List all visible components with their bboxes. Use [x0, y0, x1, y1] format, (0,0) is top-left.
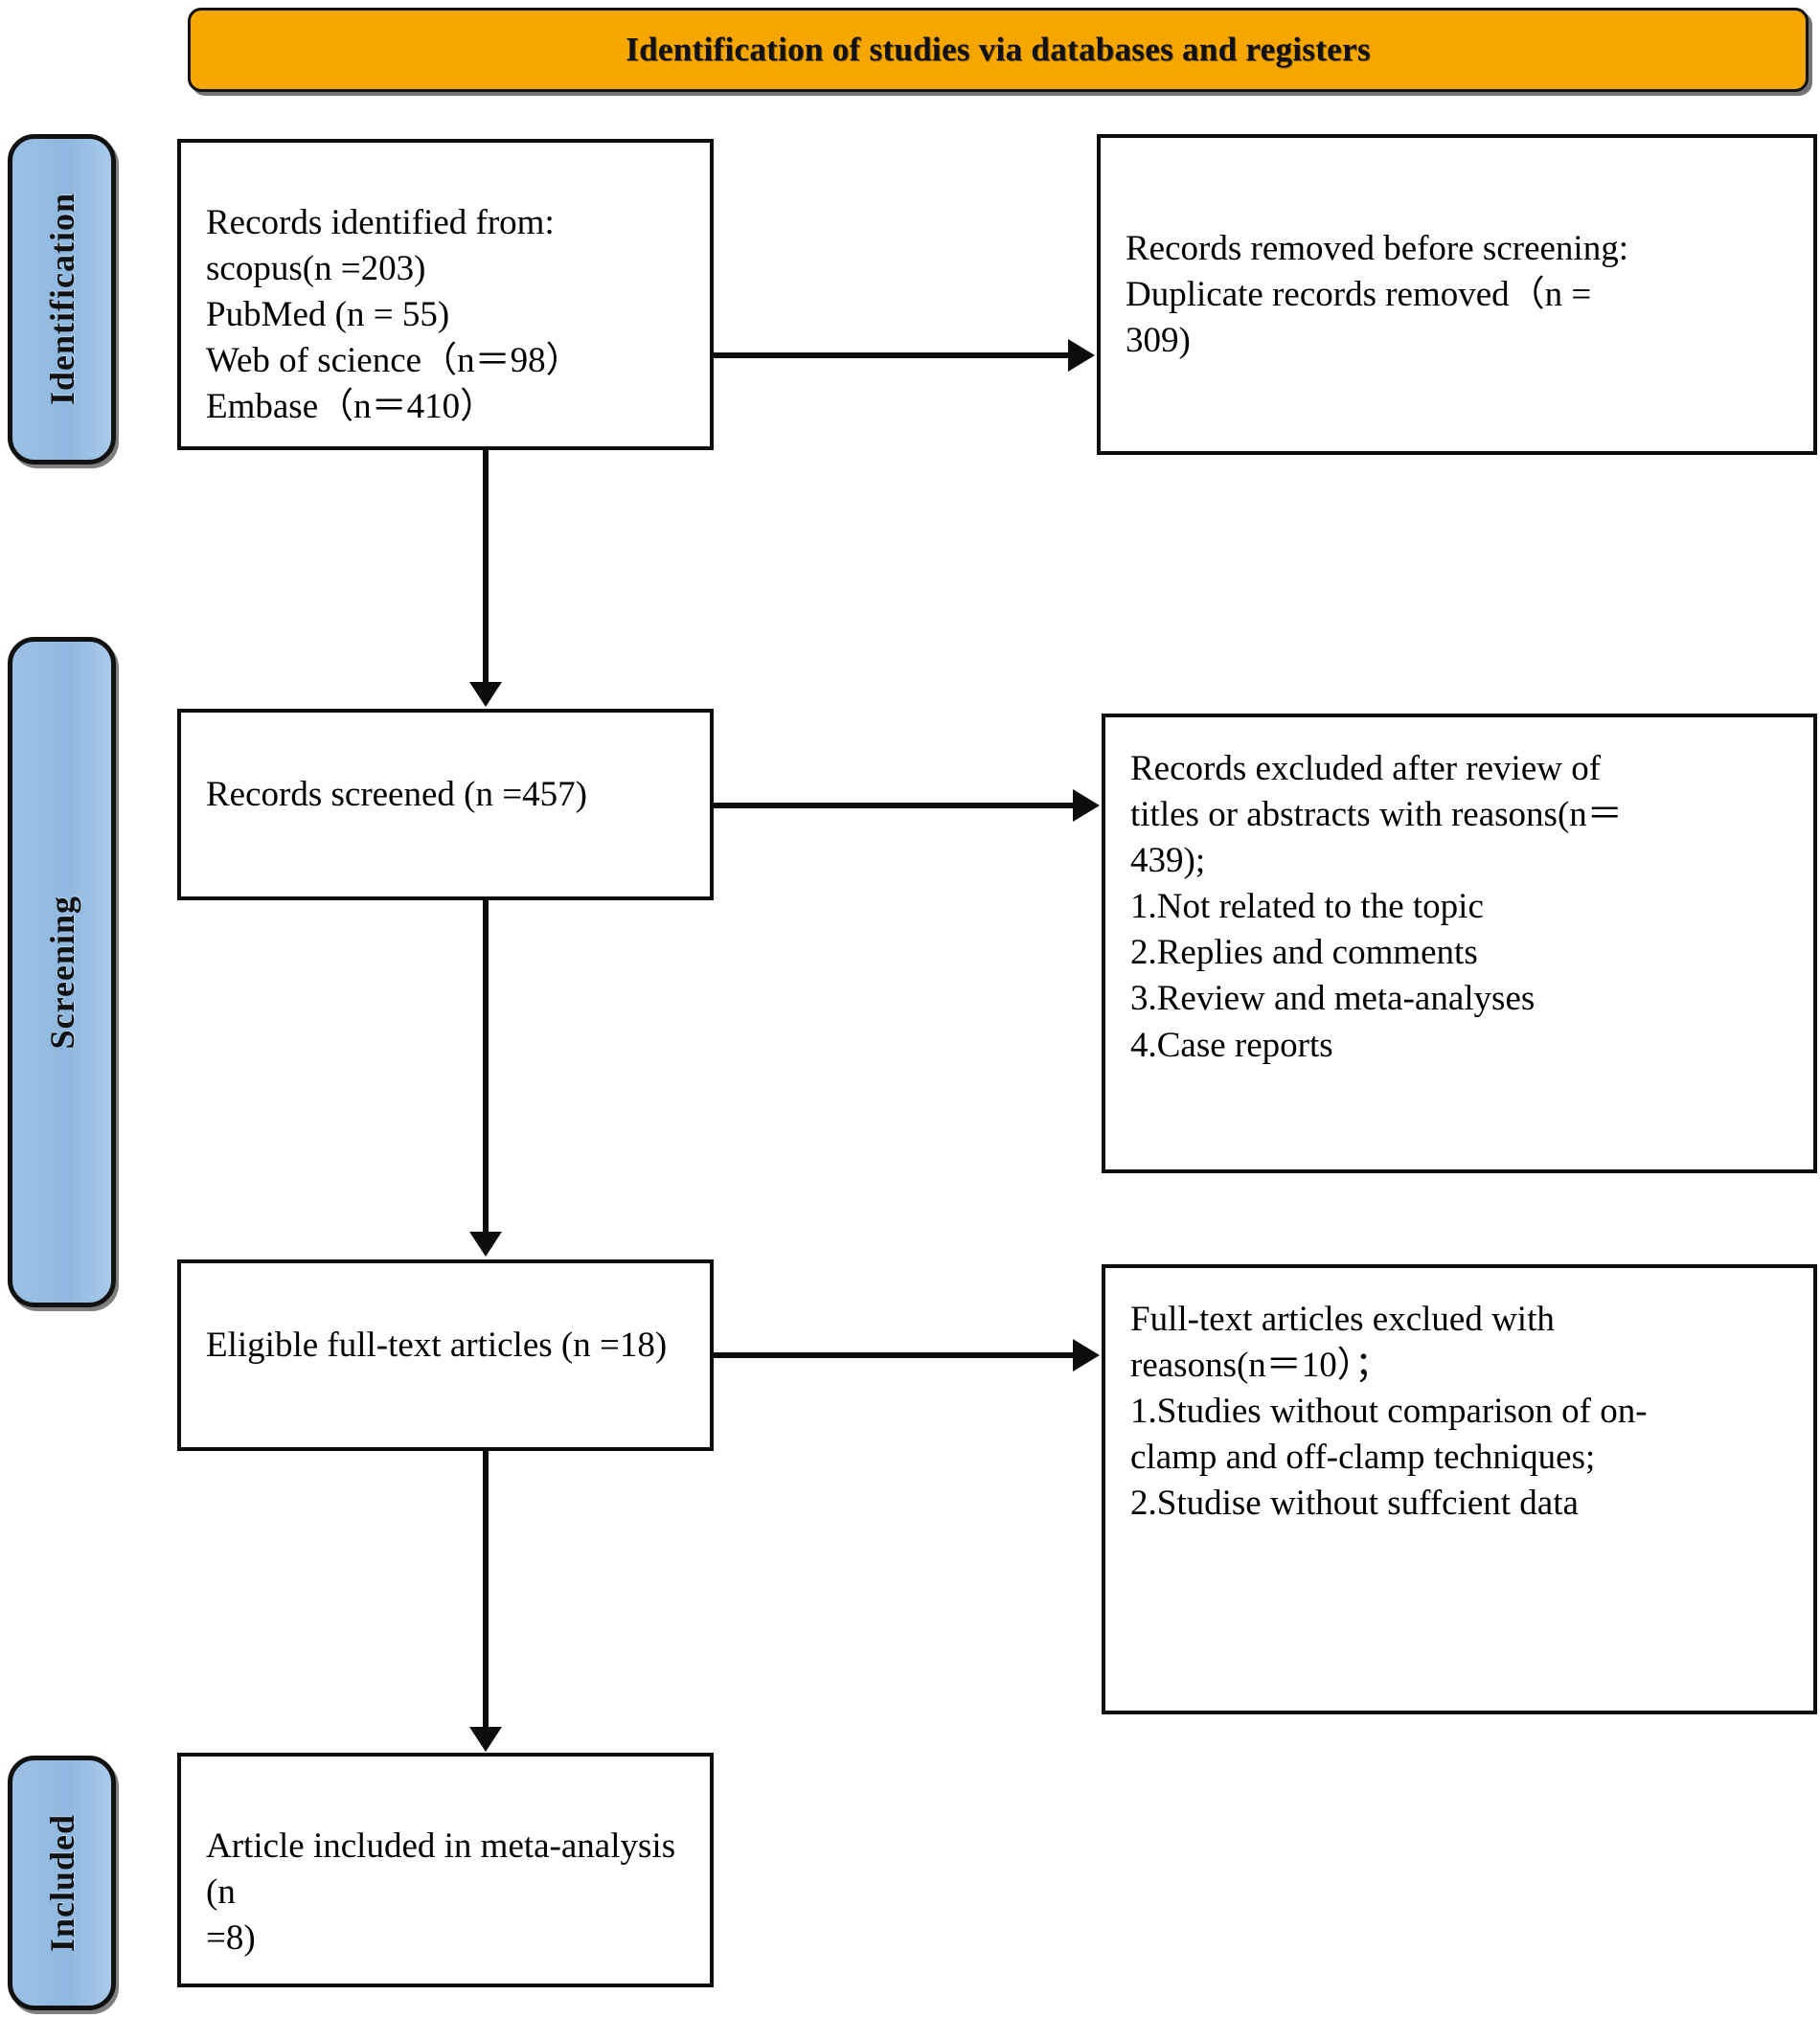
node-article-included-text: Article included in meta-analysis (n =8)	[206, 1826, 676, 1959]
node-records-identified-text: Records identified from: scopus(n =203) …	[206, 203, 581, 427]
connector-identified-to-screened-arrow	[469, 682, 502, 707]
connector-eligible-to-included-line	[483, 1451, 489, 1729]
connector-screened-to-eligible-line	[483, 900, 489, 1234]
node-records-excluded-screening-text: Records excluded after review of titles …	[1130, 749, 1623, 1065]
connector-screened-to-excluded-arrow	[1073, 789, 1100, 822]
node-fulltext-excluded-text: Full-text articles exclued with reasons(…	[1130, 1300, 1648, 1524]
node-records-identified: Records identified from: scopus(n =203) …	[177, 139, 714, 450]
stage-screening-text: Screening	[42, 895, 81, 1050]
node-eligible-fulltext-text: Eligible full-text articles (n =18)	[206, 1326, 668, 1365]
connector-eligible-to-included-arrow	[469, 1727, 502, 1752]
connector-eligible-to-excluded-line	[714, 1352, 1073, 1358]
connector-eligible-to-excluded-arrow	[1073, 1339, 1100, 1372]
diagram-header-banner: Identification of studies via databases …	[188, 8, 1809, 92]
connector-identified-to-removed-arrow	[1068, 339, 1095, 372]
node-records-removed: Records removed before screening: Duplic…	[1097, 134, 1817, 455]
banner-title: Identification of studies via databases …	[626, 31, 1371, 68]
node-records-screened-text: Records screened (n =457)	[206, 775, 587, 814]
stage-label-included: Included	[8, 1756, 116, 2010]
node-records-removed-text: Records removed before screening: Duplic…	[1126, 229, 1628, 361]
stage-identification-text: Identification	[42, 193, 81, 406]
node-records-excluded-screening: Records excluded after review of titles …	[1102, 714, 1817, 1173]
connector-screened-to-excluded-line	[714, 803, 1073, 808]
node-article-included: Article included in meta-analysis (n =8)	[177, 1753, 714, 1987]
stage-label-screening: Screening	[8, 637, 116, 1307]
connector-identified-to-removed-line	[714, 352, 1068, 358]
node-eligible-fulltext: Eligible full-text articles (n =18)	[177, 1259, 714, 1451]
stage-label-identification: Identification	[8, 134, 116, 465]
stage-included-text: Included	[42, 1813, 81, 1953]
node-fulltext-excluded: Full-text articles exclued with reasons(…	[1102, 1264, 1817, 1714]
node-records-screened: Records screened (n =457)	[177, 709, 714, 900]
connector-screened-to-eligible-arrow	[469, 1232, 502, 1257]
connector-identified-to-screened-line	[483, 450, 489, 685]
